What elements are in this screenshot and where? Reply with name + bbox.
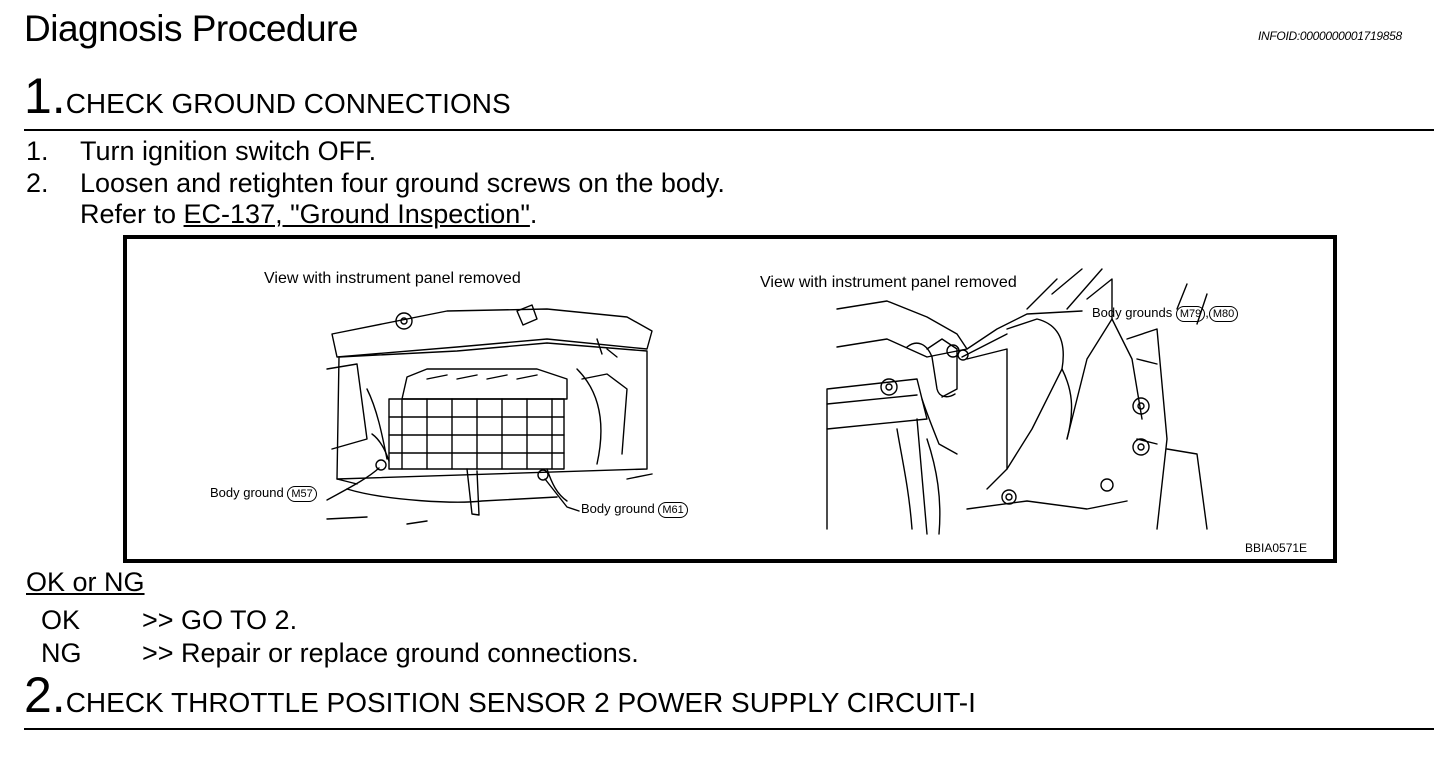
ground-inspection-link[interactable]: EC-137, "Ground Inspection"	[183, 199, 530, 229]
step-1-number: 1.	[24, 68, 66, 124]
body-grounds-m79-m80-label: Body grounds M79,M80	[1092, 305, 1239, 322]
info-id: INFOID:0000000001719858	[1258, 29, 1402, 43]
instruction-1-text: Turn ignition switch OFF.	[80, 136, 377, 166]
step-1-title: CHECK GROUND CONNECTIONS	[65, 88, 511, 119]
instruction-2-number: 2.	[26, 168, 49, 198]
connector-m57-badge: M57	[287, 486, 317, 502]
result-ng-key: NG	[41, 638, 82, 668]
body-ground-m61-text: Body ground	[581, 501, 655, 516]
reference-prefix: Refer to	[80, 199, 184, 229]
ground-location-figure: View with instrument panel removed View …	[123, 235, 1337, 563]
step-2-number: 2.	[24, 667, 66, 723]
right-view-caption: View with instrument panel removed	[760, 274, 1017, 291]
step-1-heading: 1.CHECK GROUND CONNECTIONS	[24, 71, 511, 121]
step-2-heading: 2.CHECK THROTTLE POSITION SENSOR 2 POWER…	[24, 670, 976, 720]
figure-illustration	[326, 268, 1208, 535]
step-1-divider	[24, 129, 1434, 131]
connector-m79-badge: M79	[1175, 306, 1206, 322]
page-title: Diagnosis Procedure	[24, 8, 358, 49]
result-ng-action: >> Repair or replace ground connections.	[142, 638, 639, 668]
result-ok-action: >> GO TO 2.	[142, 605, 298, 635]
connector-m80-badge: M80	[1208, 306, 1239, 322]
left-view-caption: View with instrument panel removed	[264, 270, 521, 287]
result-ok-key: OK	[41, 605, 81, 635]
connector-m61-badge: M61	[658, 502, 688, 518]
step-2-title: CHECK THROTTLE POSITION SENSOR 2 POWER S…	[65, 687, 976, 718]
connector-separator: ,	[1205, 305, 1209, 320]
right-illustration	[826, 268, 1208, 535]
left-illustration	[326, 304, 653, 525]
instruction-2-text: Loosen and retighten four ground screws …	[80, 168, 725, 198]
instruction-1-number: 1.	[26, 136, 49, 166]
body-ground-m57-text: Body ground	[210, 485, 284, 500]
reference-line: Refer to EC-137, "Ground Inspection".	[80, 199, 537, 230]
ok-ng-heading: OK or NG	[26, 567, 145, 597]
body-ground-m57-label: Body ground M57	[210, 485, 317, 502]
step-2-divider	[24, 728, 1434, 730]
body-grounds-text: Body grounds	[1092, 305, 1173, 320]
body-ground-m61-label: Body ground M61	[581, 501, 688, 518]
reference-suffix: .	[529, 199, 538, 229]
figure-code: BBIA0571E	[1245, 541, 1308, 555]
